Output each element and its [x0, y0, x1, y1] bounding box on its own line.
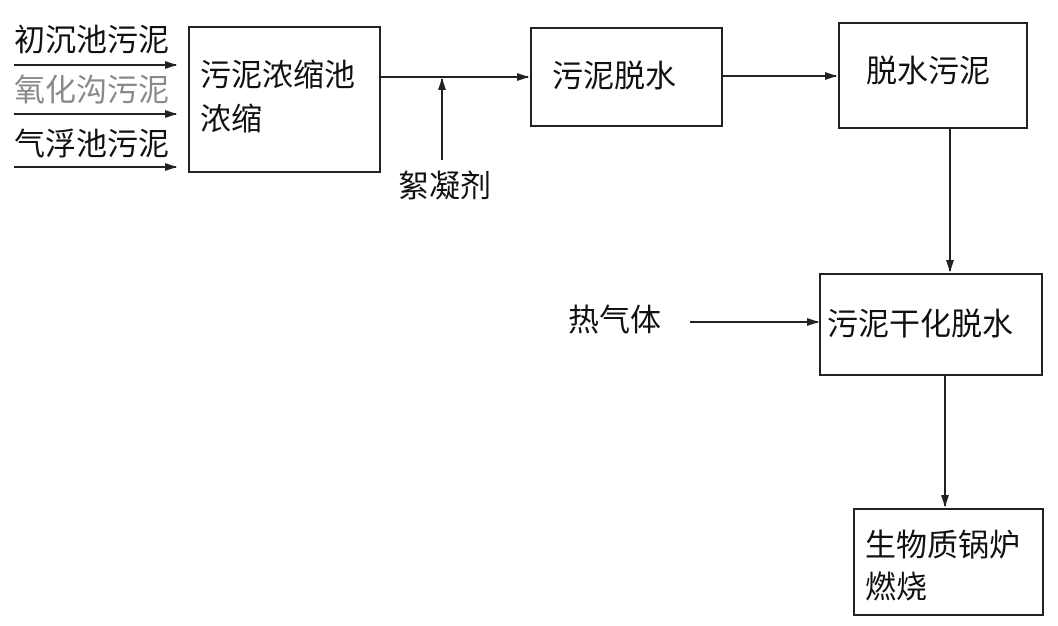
node-thickening-line2: 浓缩	[200, 102, 262, 138]
node-drying: 污泥干化脱水	[819, 273, 1043, 376]
node-thickening: 污泥浓缩池 浓缩	[188, 26, 381, 173]
node-dewatering: 污泥脱水	[530, 27, 723, 127]
label-primary-sludge: 初沉池污泥	[14, 23, 169, 59]
node-boiler-line2: 燃烧	[865, 570, 927, 606]
label-oxidation-ditch-sludge: 氧化沟污泥	[14, 73, 169, 109]
label-flotation-sludge: 气浮池污泥	[14, 127, 169, 163]
node-dewatered-sludge-label: 脱水污泥	[866, 54, 990, 90]
node-thickening-line1: 污泥浓缩池	[200, 58, 355, 94]
label-hot-gas: 热气体	[568, 303, 661, 339]
node-dewatering-label: 污泥脱水	[552, 59, 676, 95]
node-drying-label: 污泥干化脱水	[827, 307, 1013, 343]
node-boiler: 生物质锅炉 燃烧	[853, 508, 1044, 616]
node-dewatered-sludge: 脱水污泥	[838, 22, 1028, 129]
label-flocculant: 絮凝剂	[398, 169, 491, 205]
node-boiler-line1: 生物质锅炉	[865, 528, 1020, 564]
